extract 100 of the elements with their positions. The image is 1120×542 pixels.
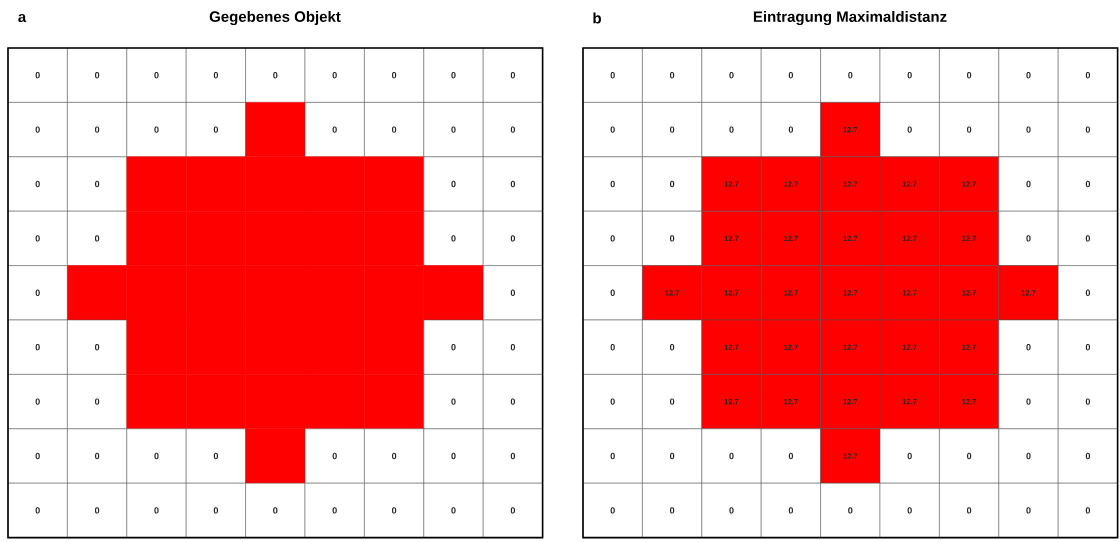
- grid-cell: 0: [939, 482, 1000, 538]
- grid-cell: 0: [879, 428, 940, 484]
- grid-cell: [126, 210, 187, 266]
- grid-cell: [126, 156, 187, 212]
- grid-cell: 0: [820, 482, 881, 538]
- grid-cell: 0: [7, 428, 68, 484]
- grid-cell: 0: [582, 156, 643, 212]
- grid-cell: 0: [582, 47, 643, 103]
- grid-cell: 0: [642, 47, 703, 103]
- grid-cell: 0: [7, 265, 68, 321]
- grid-cell: [126, 319, 187, 375]
- grid-cell: 0: [1057, 374, 1118, 430]
- grid-cell: [126, 265, 187, 321]
- grid-cell: 0: [126, 428, 187, 484]
- grid-cell: 0: [701, 482, 762, 538]
- grid-cell: 0: [185, 482, 246, 538]
- grid-cell: 0: [1057, 428, 1118, 484]
- grid-cell: 0: [67, 428, 128, 484]
- grid-cell: 0: [879, 102, 940, 158]
- panel-letter: a: [18, 13, 27, 23]
- grid-cell: 0: [760, 102, 821, 158]
- grid-cell: [245, 102, 306, 158]
- grid-cell: 0: [67, 47, 128, 103]
- grid-cell: 0: [423, 428, 484, 484]
- grid-cell: [245, 374, 306, 430]
- grid-cell: 0: [7, 319, 68, 375]
- grid-cell: 0: [364, 47, 425, 103]
- grid-cell: 0: [126, 47, 187, 103]
- grid-cell: 0: [998, 482, 1059, 538]
- grid-cell: 0: [879, 482, 940, 538]
- grid-cell: 0: [642, 428, 703, 484]
- grid-cell: 0: [364, 428, 425, 484]
- grid-cell: 0: [582, 428, 643, 484]
- grid-cell: 0: [701, 428, 762, 484]
- grid-cell: [364, 374, 425, 430]
- grid-cell: 0: [482, 319, 543, 375]
- grid-cell: [245, 428, 306, 484]
- grid-cell: [185, 156, 246, 212]
- grid-cell: 0: [642, 210, 703, 266]
- grid-cell: 0: [67, 374, 128, 430]
- grid-cell: 0: [7, 482, 68, 538]
- grid-cell: 0: [998, 102, 1059, 158]
- grid-cell: [364, 210, 425, 266]
- grid-cell: 0: [482, 210, 543, 266]
- grid-cell: 0: [582, 210, 643, 266]
- grid-cell: 0: [642, 156, 703, 212]
- grid-cell: [185, 374, 246, 430]
- grid-cell: 0: [245, 482, 306, 538]
- grid-cell: 0: [423, 102, 484, 158]
- grid-cell: 0: [582, 482, 643, 538]
- grid-cell: 0: [482, 374, 543, 430]
- grid-cell: 0: [820, 47, 881, 103]
- grid-cell: 0: [582, 319, 643, 375]
- grid-cell: 0: [760, 47, 821, 103]
- grid-cell: 0: [482, 265, 543, 321]
- grid-cell: 0: [998, 319, 1059, 375]
- grid-cell: 0: [642, 319, 703, 375]
- grid-cell: 0: [423, 319, 484, 375]
- grid-cell: 0: [1057, 156, 1118, 212]
- grid-cell: 0: [67, 210, 128, 266]
- grid-cell: [423, 265, 484, 321]
- grid-cell: [67, 265, 128, 321]
- grid-cell: 0: [998, 47, 1059, 103]
- grid-cell: 0: [7, 210, 68, 266]
- grid-cell: 0: [185, 47, 246, 103]
- grid-cell: 0: [582, 102, 643, 158]
- grid-cell: 0: [364, 102, 425, 158]
- grid-cell: 0: [67, 482, 128, 538]
- grid-cell: 0: [7, 102, 68, 158]
- grid-cell: 0: [482, 102, 543, 158]
- grid-cell: 0: [185, 428, 246, 484]
- grid-cell: 0: [423, 374, 484, 430]
- grid-cell: 0: [304, 102, 365, 158]
- grid-cell: 0: [998, 156, 1059, 212]
- panel-title: Eintragung Maximaldistanz: [753, 10, 947, 26]
- grid-cell: 0: [1057, 319, 1118, 375]
- grid-cell: 0: [760, 482, 821, 538]
- grid-cell: 0: [304, 428, 365, 484]
- grid-cell: 0: [998, 374, 1059, 430]
- grid-cell: [304, 374, 365, 430]
- grid-cell: 0: [998, 210, 1059, 266]
- grid-cell: 0: [67, 156, 128, 212]
- grid-cell: 0: [126, 482, 187, 538]
- grid-cell: 0: [185, 102, 246, 158]
- grid-cell: 0: [998, 428, 1059, 484]
- grid-cell: [304, 156, 365, 212]
- grid-cell: 0: [423, 482, 484, 538]
- grid-cell: 0: [939, 428, 1000, 484]
- grid-cell: [245, 156, 306, 212]
- grid-cell: 0: [760, 428, 821, 484]
- grid-cell: 0: [67, 102, 128, 158]
- grid-cell: 0: [67, 319, 128, 375]
- grid-cell: 0: [642, 102, 703, 158]
- grid-cell: 0: [1057, 482, 1118, 538]
- grid-cell: [364, 319, 425, 375]
- grid-cell: [364, 156, 425, 212]
- grid-cell: 0: [482, 156, 543, 212]
- grid-cell: 0: [1057, 47, 1118, 103]
- grid-cell: 0: [701, 47, 762, 103]
- grid-cell: 0: [879, 47, 940, 103]
